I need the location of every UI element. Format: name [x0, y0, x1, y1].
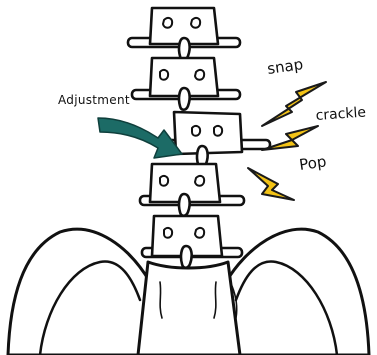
curved-arrow-icon — [98, 118, 182, 158]
lightning-bolt-icon — [262, 126, 318, 150]
snap-label: snap — [266, 55, 304, 78]
sacrum — [138, 262, 240, 355]
spinous-process — [179, 38, 190, 60]
vertebra-1 — [128, 8, 240, 60]
vertebra-2 — [132, 58, 240, 110]
spinous-process — [179, 88, 190, 110]
vertebra-4 — [140, 164, 244, 216]
vertebral-body — [174, 112, 242, 154]
pop-label: Pop — [298, 152, 327, 174]
lightning-bolt-icon — [248, 168, 294, 200]
vertebra-5 — [142, 216, 242, 268]
spinous-process — [181, 246, 192, 268]
crackle-label: crackle — [315, 105, 366, 124]
adjustment-label: Adjustment — [58, 93, 130, 107]
spinous-process — [179, 194, 190, 216]
vertebra-3-adjusted — [166, 112, 270, 168]
